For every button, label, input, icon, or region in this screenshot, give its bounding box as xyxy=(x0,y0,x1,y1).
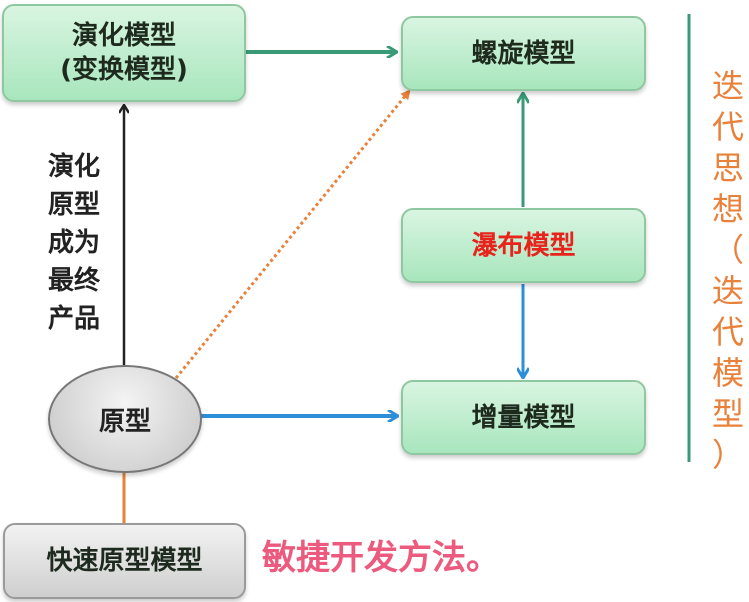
iteration-char: 迭 xyxy=(711,67,744,105)
edge-label-line: 最终 xyxy=(48,266,101,296)
edge-label-line: 成为 xyxy=(48,228,101,258)
evolution-model-box: 演化模型 (变换模型) xyxy=(2,4,246,102)
rapid-prototype-box: 快速原型模型 xyxy=(3,523,246,599)
evolution-model-title: 演化模型 xyxy=(71,21,176,51)
edge-label-line: 产品 xyxy=(48,304,101,334)
edge-label-line: 原型 xyxy=(48,190,101,220)
iteration-char: 代 xyxy=(711,108,744,146)
edge-label-evolution: 演化 原型 成为 最终 产品 xyxy=(48,148,112,338)
iteration-char: ） xyxy=(711,436,744,474)
iteration-char: 迭 xyxy=(711,272,744,310)
waterfall-model-box: 瀑布模型 xyxy=(401,208,646,283)
incremental-model-box: 增量模型 xyxy=(401,380,646,455)
iteration-char: （ xyxy=(711,231,744,269)
iteration-char: 代 xyxy=(711,313,744,351)
prototype-node: 原型 xyxy=(48,365,202,473)
iteration-label: 迭 代 思 想 （ 迭 代 模 型 ） xyxy=(710,66,746,476)
spiral-model-box: 螺旋模型 xyxy=(401,16,646,91)
arrow-prototype-to-spiral xyxy=(174,89,412,379)
agile-annotation: 敏捷开发方法。 xyxy=(262,538,500,578)
iteration-char: 型 xyxy=(711,395,744,433)
iteration-char: 模 xyxy=(711,354,744,392)
edge-label-line: 演化 xyxy=(48,152,101,182)
iteration-char: 想 xyxy=(711,190,744,228)
evolution-model-subtitle: (变换模型) xyxy=(60,55,188,85)
iteration-char: 思 xyxy=(711,149,744,187)
